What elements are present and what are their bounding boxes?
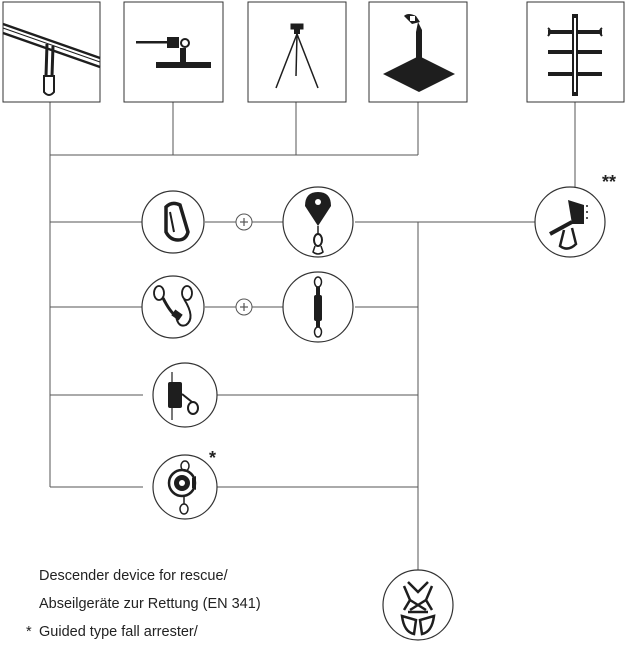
tripod-box	[247, 1, 347, 103]
energy-absorber-node	[282, 271, 354, 343]
beam-clamp-box	[123, 1, 224, 103]
plus-connector-1	[235, 213, 253, 231]
carabiner-icon	[164, 201, 190, 242]
descender-icon	[168, 372, 199, 420]
lanyard-icon	[153, 285, 193, 327]
connector-lines	[49, 102, 576, 570]
davit-icon	[383, 14, 455, 92]
plus-icon	[240, 303, 248, 311]
single-asterisk-marker: *	[209, 448, 217, 468]
footnote-line-3-marker: *	[26, 624, 32, 640]
vertical-rail-icon	[547, 14, 603, 96]
retractable-lifeline-node	[282, 186, 354, 258]
lanyard-node	[141, 275, 205, 339]
footnote-line-1: Descender device for rescue/	[39, 568, 228, 584]
beam-clamp-icon	[136, 37, 211, 68]
rail-slider-icon	[549, 200, 588, 250]
plus-icon	[240, 218, 248, 226]
rail-slider-node	[534, 186, 606, 258]
double-asterisk-marker: **	[602, 172, 617, 192]
carabiner-node	[141, 190, 205, 254]
vertical-rail-box	[526, 1, 625, 103]
harness-node	[382, 569, 454, 641]
harness-icon	[400, 581, 436, 636]
tripod-icon	[275, 23, 319, 89]
plus-connector-2	[235, 298, 253, 316]
anchor-sling-box	[2, 1, 101, 103]
guided-fall-arrester-node	[152, 454, 218, 520]
retractable-lifeline-icon	[305, 192, 331, 255]
footnote-line-3: Guided type fall arrester/	[39, 624, 198, 640]
guided-fall-arrester-icon	[167, 460, 197, 515]
davit-box	[368, 1, 468, 103]
descender-node	[152, 362, 218, 428]
energy-absorber-icon	[313, 276, 323, 338]
footnote-line-2: Abseilgeräte zur Rettung (EN 341)	[39, 596, 261, 612]
anchor-sling-icon	[2, 22, 101, 96]
